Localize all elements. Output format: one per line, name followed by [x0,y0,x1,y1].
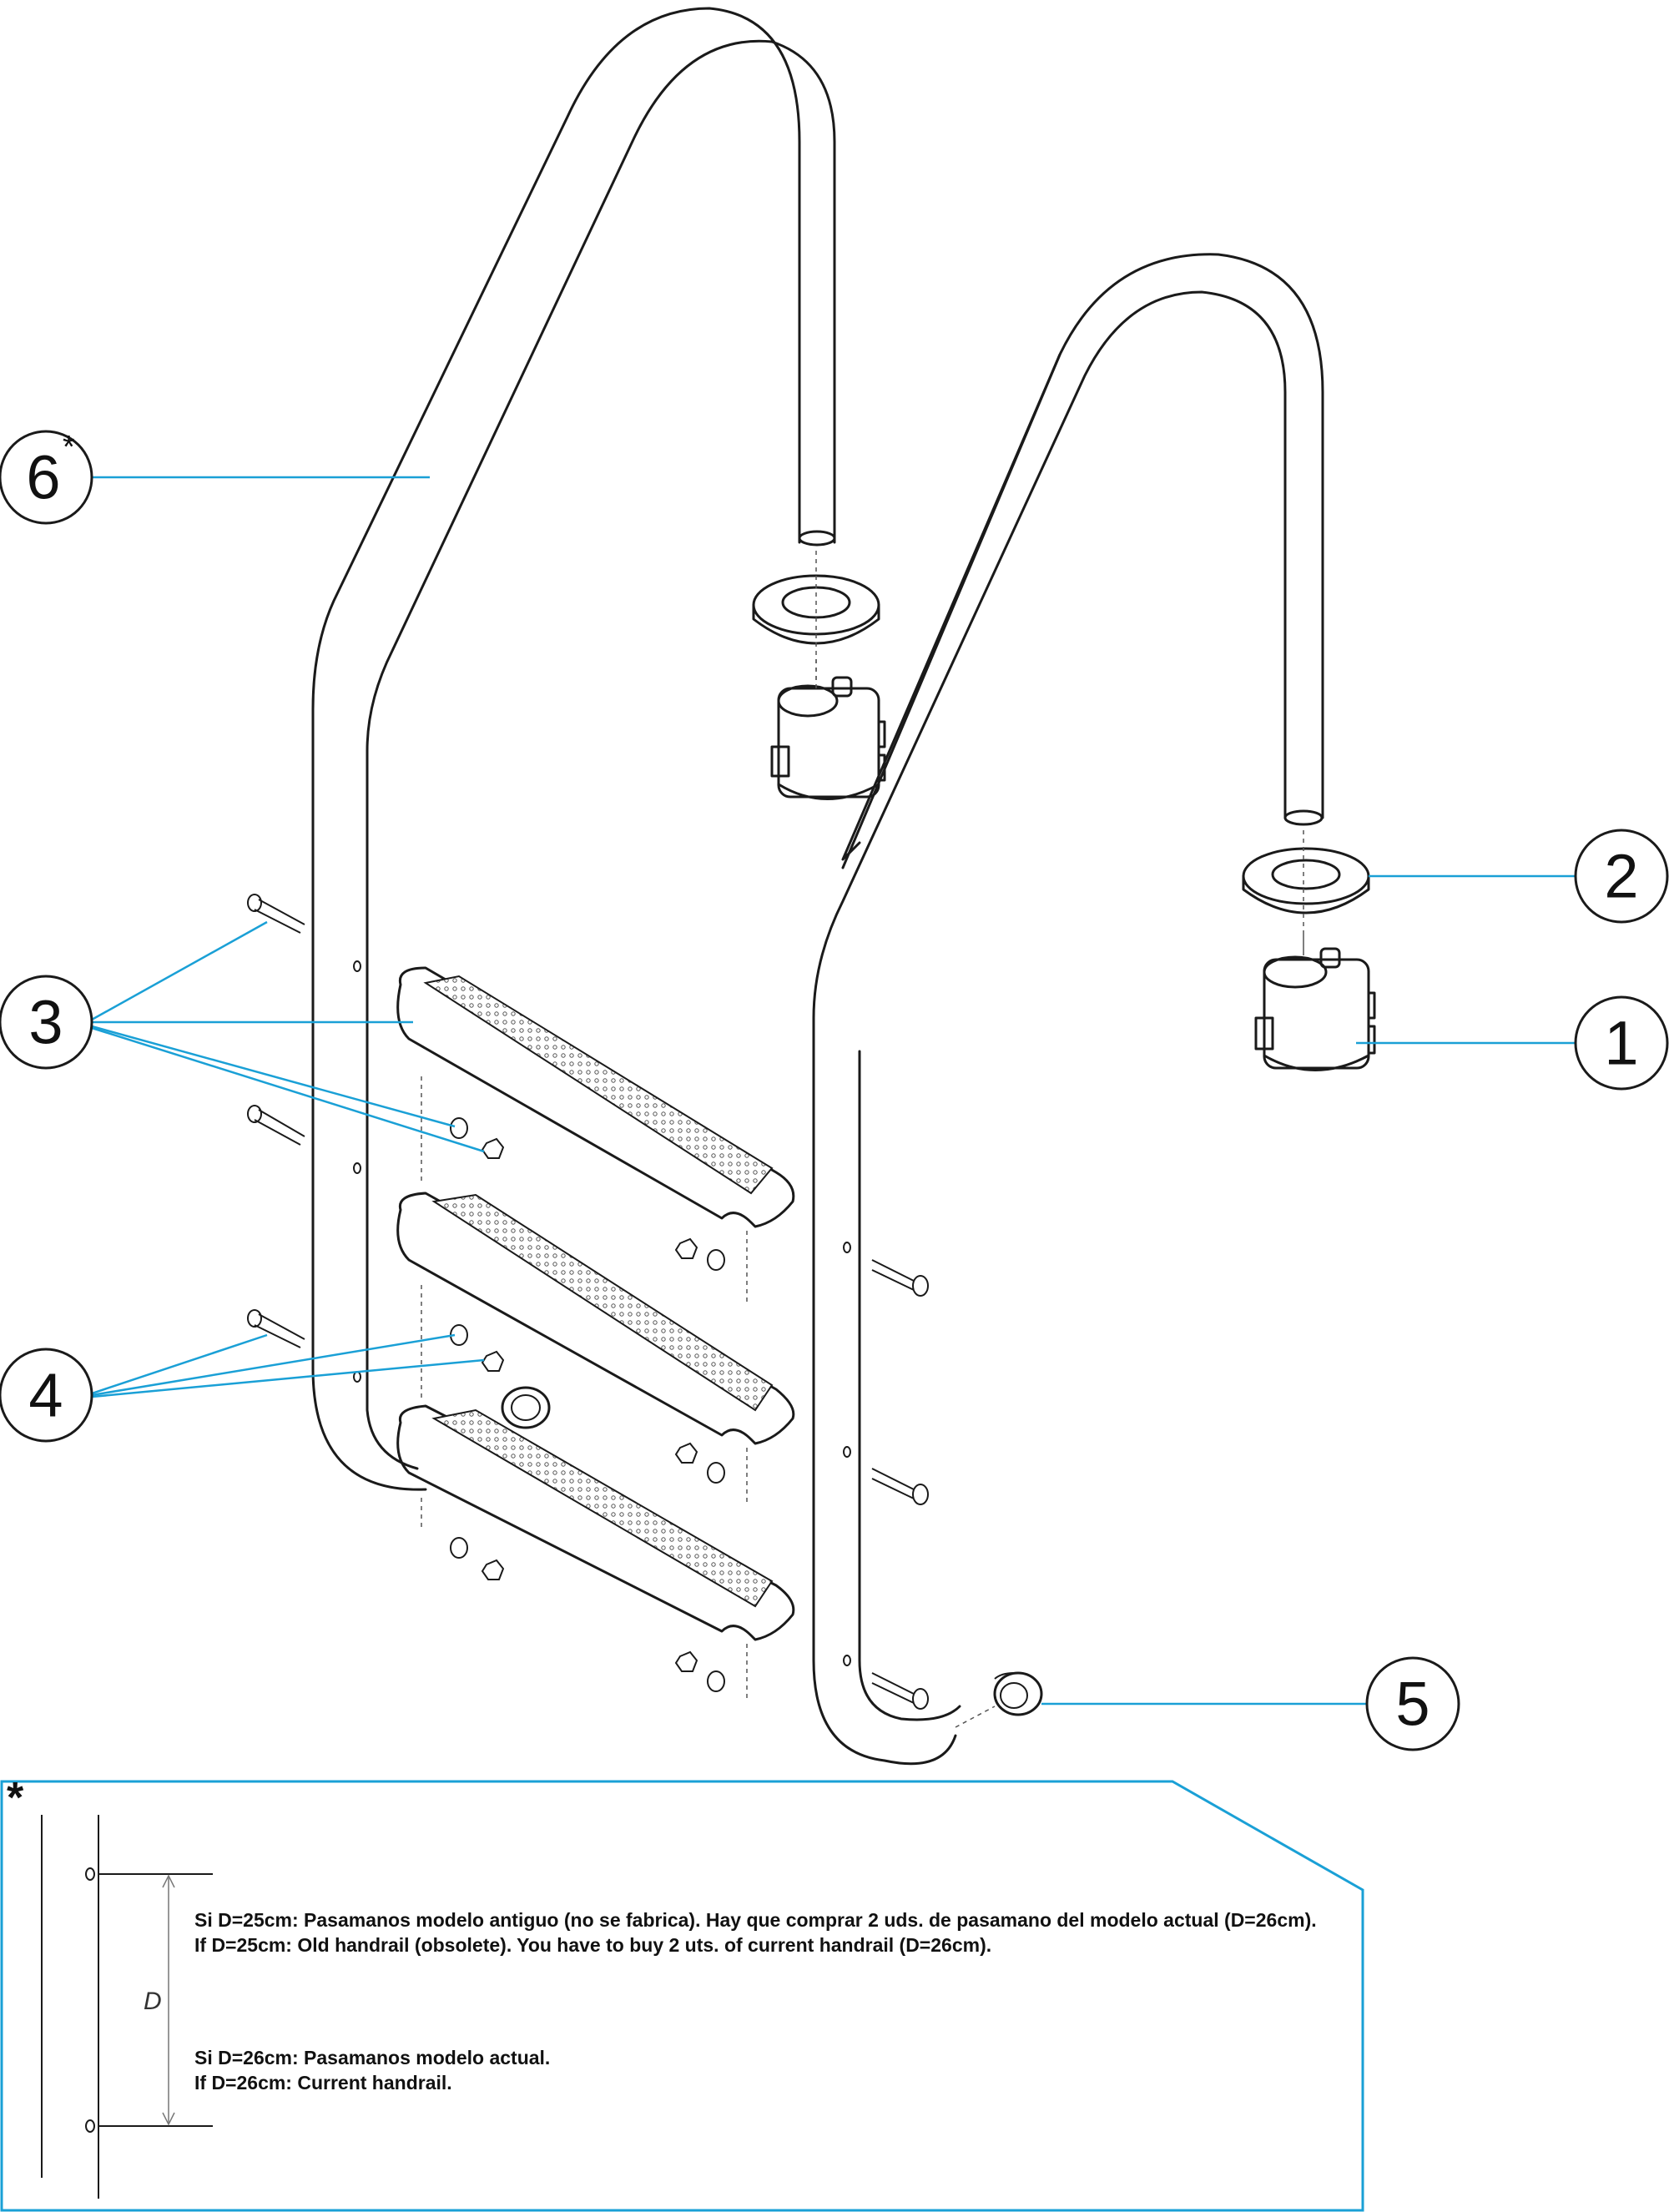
callout-4: 4 [0,1348,93,1443]
callout-3: 3 [0,975,93,1070]
dimension-sketch: D [41,1815,213,2199]
svg-text:2: 2 [1604,842,1638,911]
bolts-right [871,1259,929,1710]
step-3 [396,1404,795,1641]
rail-holes [353,960,851,1666]
alignment-lines [421,1076,748,1698]
bolts-left [247,894,305,1348]
handrail-left [311,7,836,1491]
washers-nuts-left [450,1117,505,1580]
callout-6: 6 * [0,430,93,525]
washers-nuts-right [674,1237,725,1692]
anchor-clamp-left [770,676,886,800]
note-en-line-1: If D=25cm: Old handrail (obsolete). You … [194,1934,991,1956]
anchor-clamp-right [1254,947,1376,1071]
note-es-line-1: Si D=25cm: Pasamanos modelo antiguo (no … [194,1909,1317,1931]
escutcheon-right [1242,847,1370,915]
note-en-line-2: If D=26cm: Current handrail. [194,2072,452,2094]
step-plug [501,1386,551,1429]
callout-5: 5 [1365,1656,1460,1751]
svg-text:1: 1 [1604,1009,1638,1078]
callout-1: 1 [1574,995,1669,1091]
note-es-line-2: Si D=26cm: Pasamanos modelo actual. [194,2047,550,2068]
leader-lines [91,476,1577,1706]
step-2 [396,1192,795,1445]
svg-text:*: * [63,430,75,465]
svg-text:3: 3 [28,988,63,1057]
svg-text:6: 6 [26,443,60,512]
svg-text:5: 5 [1395,1670,1429,1739]
handrail-right [812,253,1324,1766]
note-panel: * D Si D=25cm: Pasamanos modelo antiguo … [0,1774,1364,2212]
callout-2: 2 [1574,829,1669,924]
svg-text:4: 4 [28,1361,63,1430]
dimension-label: D [144,1988,162,2015]
end-cap [993,1671,1043,1716]
step-1 [396,966,795,1228]
note-asterisk: * [7,1774,24,1822]
